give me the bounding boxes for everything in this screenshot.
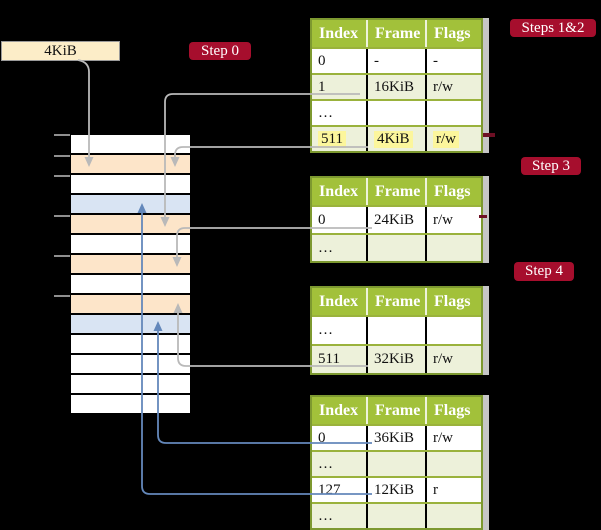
header-index: Index: [312, 178, 368, 205]
header-flags: Flags: [434, 182, 471, 200]
cell-flags: [427, 452, 481, 476]
table-row: 511 32KiB r/w: [312, 344, 481, 373]
memory-frame-row-white: [71, 235, 190, 255]
memory-frame-row-white: [71, 175, 190, 195]
root-pointer-label: 4KiB: [44, 42, 77, 59]
header-flags: Flags: [434, 401, 471, 419]
memory-frame-row-peach: [71, 295, 190, 315]
table-row-highlighted: 511 4KiB r/w: [312, 125, 481, 151]
header-frame: Frame: [368, 397, 427, 424]
memory-frame-row-white: [71, 275, 190, 295]
cell-frame: 12KiB: [368, 478, 427, 502]
cell-frame: [368, 504, 427, 528]
header-index: Index: [312, 397, 368, 424]
root-pointer-box: 4KiB: [1, 41, 120, 61]
cell-frame: 4KiB: [368, 127, 427, 151]
header-frame: Frame: [368, 20, 427, 47]
cell-flags: -: [433, 52, 438, 69]
current-entry-dash-icon: [483, 133, 495, 137]
header-index: Index: [312, 20, 368, 47]
table-row-ellipsis: …: [312, 233, 481, 261]
cell-flags: r/w: [433, 429, 453, 446]
cell-index: 0: [312, 49, 368, 73]
table-row-ellipsis: …: [312, 502, 481, 528]
header-frame: Frame: [368, 178, 427, 205]
table-row-ellipsis: …: [312, 99, 481, 125]
table-row: 0 24KiB r/w: [312, 205, 481, 233]
cell-frame: [368, 452, 427, 476]
header-frame: Frame: [368, 288, 427, 315]
memory-frame-row-white: [71, 395, 190, 415]
memory-frame-row-peach: [71, 155, 190, 175]
cell-flags: r: [433, 481, 438, 498]
table-row-ellipsis: …: [312, 450, 481, 476]
table-header: Index Frame Flags: [312, 178, 481, 205]
badge-steps-1-2: Steps 1&2: [510, 19, 596, 37]
memory-frame-row-white: [71, 135, 190, 155]
cell-frame: 32KiB: [368, 346, 427, 373]
cell-flags: [427, 235, 481, 261]
table-row: 0 - -: [312, 47, 481, 73]
cell-frame: 36KiB: [368, 426, 427, 450]
badge-step-0: Step 0: [189, 42, 251, 60]
table-row-ellipsis: …: [312, 315, 481, 344]
cell-index: …: [312, 452, 368, 476]
cell-flags: r/w: [427, 127, 481, 151]
memory-tick-marks: [54, 134, 70, 297]
table-header: Index Frame Flags: [312, 288, 481, 315]
memory-frame-row-white: [71, 375, 190, 395]
memory-frame-row-blue: [71, 195, 190, 215]
page-table-steps-1-2: Index Frame Flags 0 - - 1 16KiB r/w … 51…: [310, 18, 483, 153]
page-table-step-3: Index Frame Flags 0 24KiB r/w …: [310, 176, 483, 263]
badge-step-4: Step 4: [514, 262, 574, 281]
cell-index: …: [312, 235, 368, 261]
cell-frame: -: [368, 49, 427, 73]
memory-frame-row-peach: [71, 255, 190, 275]
cell-index: …: [312, 504, 368, 528]
table-header: Index Frame Flags: [312, 397, 481, 424]
header-flags: Flags: [434, 24, 471, 42]
cell-frame: 24KiB: [368, 207, 427, 233]
header-flags: Flags: [434, 292, 471, 310]
cell-frame: [368, 101, 427, 125]
cell-index: 511: [312, 346, 368, 373]
table-header: Index Frame Flags: [312, 20, 481, 47]
physical-memory-column: [71, 135, 190, 415]
cell-flags: [427, 504, 481, 528]
cell-index: 1: [312, 75, 368, 99]
cell-index: 511: [312, 127, 368, 151]
table-row: 127 12KiB r: [312, 476, 481, 502]
cell-flags: r/w: [433, 211, 453, 228]
cell-frame: [368, 235, 427, 261]
cell-frame: 16KiB: [368, 75, 427, 99]
cell-index: 127: [312, 478, 368, 502]
cell-flags: r/w: [433, 78, 453, 95]
table-row: 0 36KiB r/w: [312, 424, 481, 450]
highlight: 511: [318, 130, 346, 148]
memory-frame-row-peach: [71, 215, 190, 235]
badge-step-3: Step 3: [521, 157, 581, 175]
highlight: r/w: [433, 130, 459, 148]
cell-frame: [368, 317, 427, 344]
page-table-final: Index Frame Flags 0 36KiB r/w … 127 12Ki…: [310, 395, 483, 530]
memory-frame-row-white: [71, 335, 190, 355]
cell-index: 0: [312, 426, 368, 450]
cell-flags: [427, 317, 481, 344]
cell-index: …: [312, 317, 368, 344]
cell-flags: [427, 101, 481, 125]
cell-index: 0: [312, 207, 368, 233]
memory-frame-row-blue: [71, 315, 190, 335]
table-row: 1 16KiB r/w: [312, 73, 481, 99]
page-table-step-4: Index Frame Flags … 511 32KiB r/w: [310, 286, 483, 375]
header-index: Index: [312, 288, 368, 315]
cell-index: …: [312, 101, 368, 125]
highlight: 4KiB: [374, 130, 413, 148]
cell-flags: r/w: [433, 351, 453, 367]
memory-frame-row-white: [71, 355, 190, 375]
